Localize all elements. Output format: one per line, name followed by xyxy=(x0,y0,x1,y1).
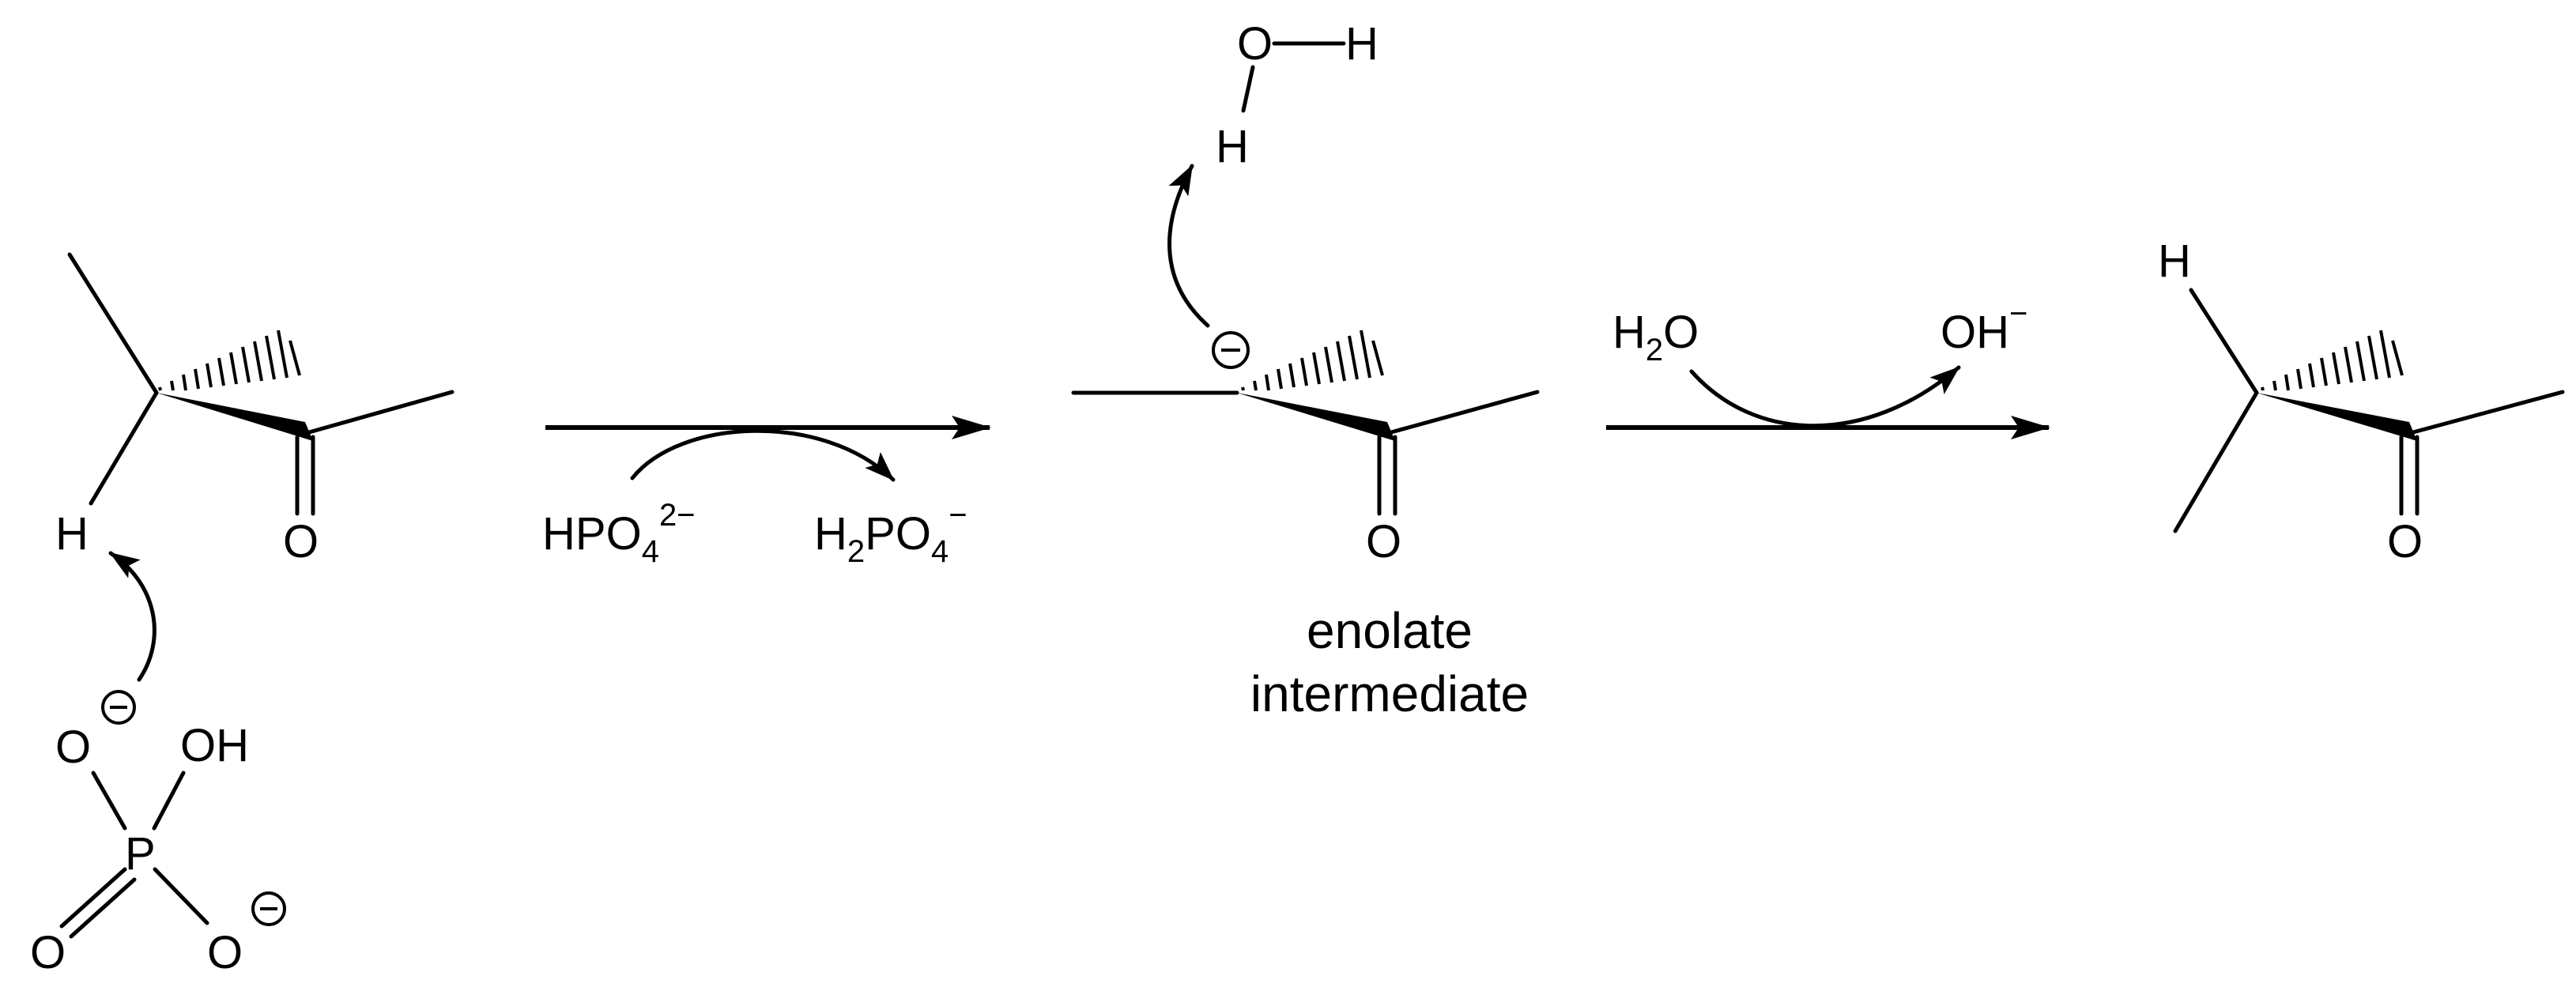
methyl-bond xyxy=(67,252,159,395)
atom-h: H xyxy=(2158,235,2191,287)
ch-bond xyxy=(89,390,159,506)
reaction-arrow-step1: HPO42− H2PO4− xyxy=(542,416,991,569)
reagent-oh: OH− xyxy=(1940,296,2027,358)
hashed-bond-icon xyxy=(2261,330,2404,391)
curved-arrow-icon xyxy=(108,551,157,682)
negative-charge-icon xyxy=(1212,331,1250,369)
methyl-bond-right xyxy=(2411,390,2565,435)
atom-o: O xyxy=(2387,516,2423,567)
phosphate-o-top: O xyxy=(55,722,91,773)
ch-bond xyxy=(2189,288,2259,395)
product-molecule: H O xyxy=(2158,235,2565,567)
hashed-bond-icon xyxy=(158,330,301,391)
water-o: O xyxy=(1237,18,1273,70)
reactant-molecule: H O xyxy=(55,252,454,567)
negative-charge-icon xyxy=(101,690,136,725)
methyl-bond xyxy=(2173,390,2259,533)
p-oh-bond xyxy=(152,771,186,831)
curved-arrow-icon xyxy=(1689,365,1961,428)
curved-arrow-icon xyxy=(1167,164,1210,328)
wedge-bond-icon xyxy=(157,393,313,441)
water-h-right: H xyxy=(1345,18,1379,70)
p-o-double-b xyxy=(69,877,137,939)
enolate-intermediate: O O H H enolate intermediate xyxy=(1071,18,1540,722)
negative-charge-icon xyxy=(251,891,286,926)
p-o-bottom-bond xyxy=(153,867,209,925)
phosphate-o-double: O xyxy=(30,927,66,978)
p-o-double-a xyxy=(59,867,127,929)
methyl-bond-right xyxy=(307,390,454,435)
water-oh-bond-2 xyxy=(1241,65,1255,113)
phosphate-oh: OH xyxy=(180,720,249,771)
atom-o: O xyxy=(283,516,319,567)
methyl-bond-right xyxy=(1389,390,1540,435)
phosphate-base: O OH P O O xyxy=(30,690,286,978)
water-h-left: H xyxy=(1216,121,1249,172)
reaction-arrow-step2: H2O OH− xyxy=(1606,296,2050,439)
phosphate-p: P xyxy=(125,828,156,880)
atom-h: H xyxy=(55,508,89,560)
wedge-bond-icon xyxy=(1237,393,1395,441)
hashed-bond-icon xyxy=(1241,330,1384,391)
p-o-top-bond xyxy=(91,771,127,831)
reagent-h2o: H2O xyxy=(1612,307,1699,367)
curved-arrow-icon xyxy=(630,428,896,482)
reagent-hpo4: HPO42− xyxy=(542,498,696,569)
intermediate-caption-line2: intermediate xyxy=(1250,665,1529,722)
wedge-bond-icon xyxy=(2257,393,2417,441)
atom-o: O xyxy=(1366,516,1401,567)
intermediate-caption-line1: enolate xyxy=(1307,602,1473,659)
phosphate-o-bottom: O xyxy=(207,927,243,978)
reagent-h2po4: H2PO4− xyxy=(814,498,967,569)
